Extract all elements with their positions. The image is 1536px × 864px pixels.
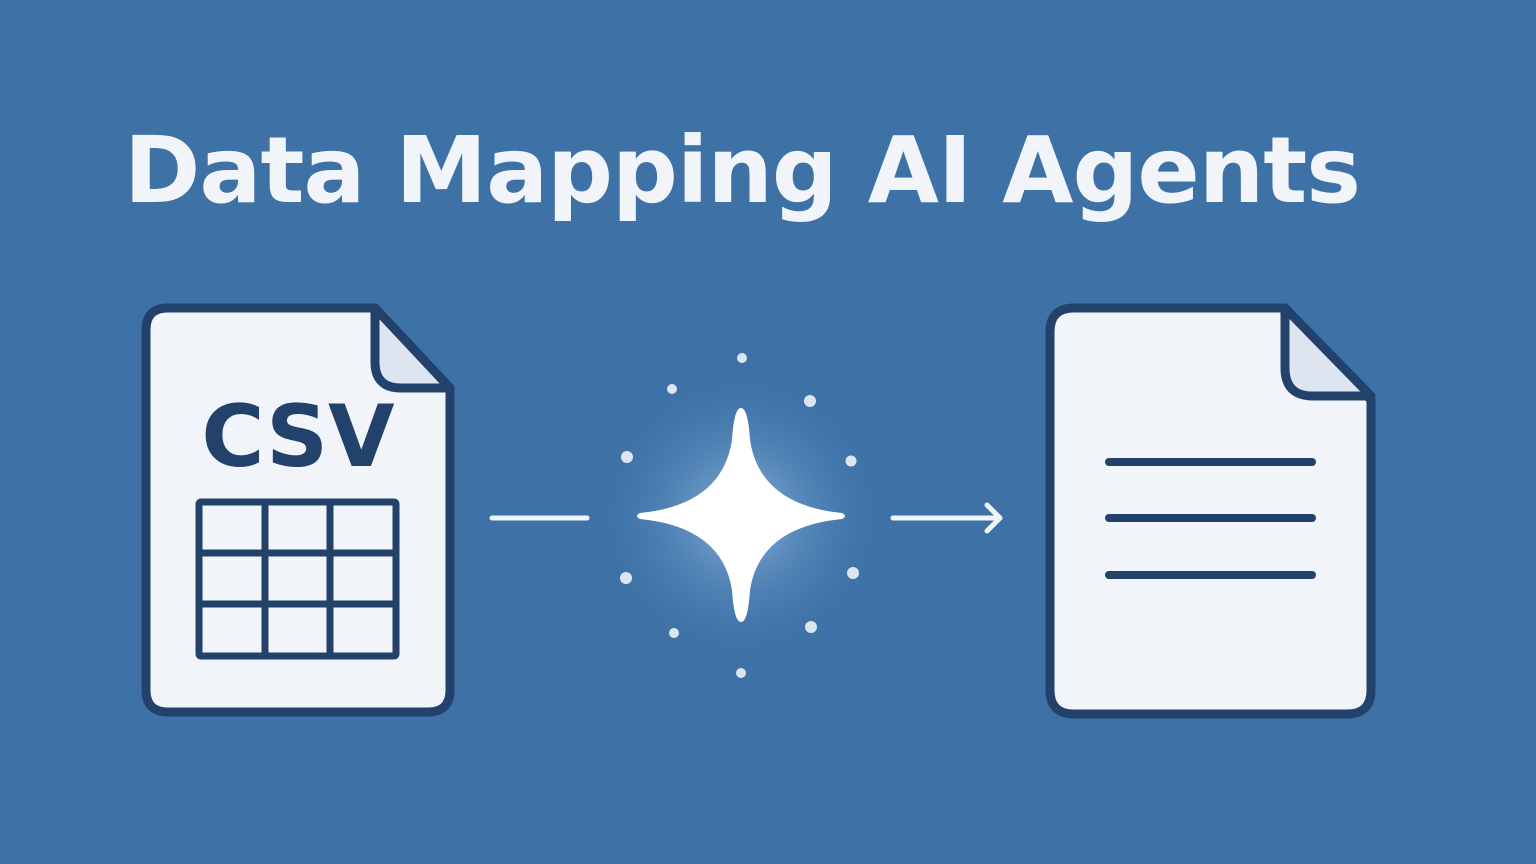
arrow-right-icon	[890, 502, 1003, 534]
csv-label: CSV	[201, 387, 395, 487]
table-grid-icon	[195, 498, 400, 660]
csv-file-icon: CSV	[141, 303, 455, 717]
sparkle-icon	[637, 408, 845, 622]
document-icon	[1045, 303, 1376, 719]
document-text-lines	[1105, 458, 1316, 579]
sparkle-dots	[620, 353, 859, 678]
page-title: Data Mapping AI Agents	[124, 117, 1361, 224]
